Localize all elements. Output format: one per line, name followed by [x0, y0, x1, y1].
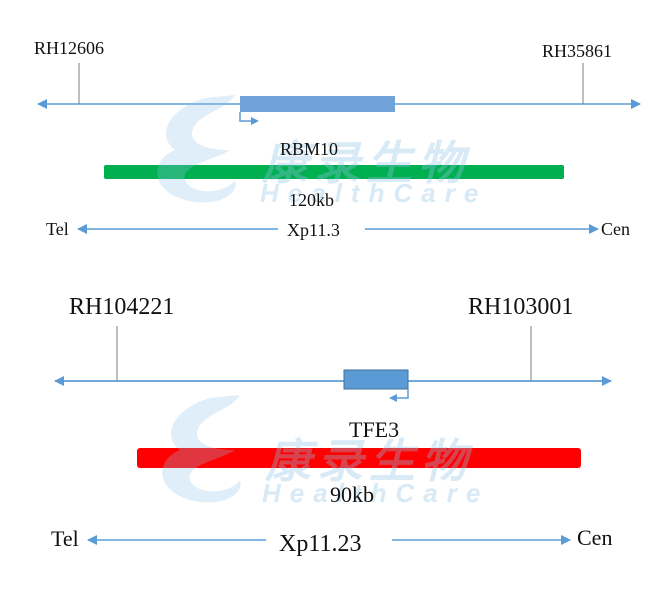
panel2-tel-label: Tel: [51, 526, 79, 551]
watermark-en-2: HealthCare: [262, 478, 490, 508]
panel2-marker-left-label: RH104221: [69, 294, 175, 320]
panel2-size-label: 90kb: [330, 482, 374, 507]
watermark-cn-2: 康录生物: [265, 435, 473, 487]
panel2-tss-arrow-icon: [396, 389, 409, 399]
watermark-en-1: HealthCare: [260, 178, 488, 208]
panel1-gene-box: [240, 96, 395, 112]
panel2-cen-label: Cen: [577, 525, 613, 550]
panel2-band-label: Xp11.23: [279, 531, 362, 557]
panel1-marker-right-label: RH35861: [542, 41, 613, 61]
panel1-gene-label: RBM10: [280, 139, 339, 159]
panel2-marker-right-label: RH103001: [468, 294, 574, 320]
panel1-marker-left-label: RH12606: [34, 38, 105, 58]
panel1-gene-span-bar: [104, 165, 564, 179]
panel1-size-label: 120kb: [289, 190, 334, 210]
panel2-gene-box: [343, 369, 409, 390]
panel1-cen-label: Cen: [601, 219, 630, 239]
panel2-gene-span-bar: [137, 448, 581, 468]
watermark-cn-1: 康录生物: [262, 137, 470, 189]
panel1-band-label: Xp11.3: [287, 220, 340, 240]
panel1-tss-arrow-icon: [239, 112, 252, 122]
panel2-gene-label: TFE3: [349, 417, 400, 442]
panel1-tel-label: Tel: [46, 219, 69, 239]
